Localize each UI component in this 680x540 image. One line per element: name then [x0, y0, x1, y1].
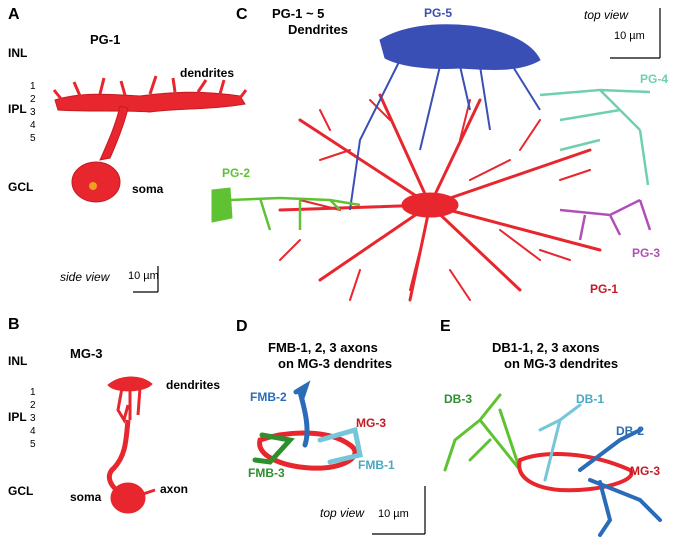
panel-e-letter: E	[440, 318, 451, 335]
sublayer-1-b: 1	[30, 387, 36, 398]
scale-label-d: 10 µm	[378, 508, 409, 520]
label-fmb3: FMB-3	[248, 466, 285, 480]
label-dendrites-a: dendrites	[180, 66, 235, 80]
scale-bar-d	[372, 486, 426, 535]
panel-e-title-2: on MG-3 dendrites	[504, 356, 619, 371]
pg4-cell	[539, 88, 651, 186]
sublayer-scale-a: 1 2 3 4 5	[30, 80, 36, 145]
layer-ipl-b: IPL	[8, 410, 27, 424]
label-dendrites-b: dendrites	[166, 378, 221, 392]
panel-d-cells	[252, 380, 363, 471]
pg2-cell	[211, 187, 361, 231]
label-db1: DB-1	[576, 392, 605, 406]
pg3-cell	[559, 198, 652, 241]
mg3-side-view-cell	[106, 376, 156, 514]
layer-gcl-b: GCL	[8, 484, 34, 498]
scale-label-a: 10 µm	[128, 270, 159, 282]
panel-e-title-1: DB1-1, 2, 3 axons	[492, 340, 600, 355]
label-mg3-e: MG-3	[630, 464, 660, 478]
sublayer-5-a: 5	[30, 133, 36, 144]
panel-b-letter: B	[8, 316, 20, 333]
panel-d-title-1: FMB-1, 2, 3 axons	[268, 340, 378, 355]
panel-d-letter: D	[236, 318, 248, 335]
label-top-view-d: top view	[320, 506, 365, 520]
label-pg2: PG-2	[222, 166, 251, 180]
panel-c-title-2: Dendrites	[288, 22, 348, 37]
sublayer-3-a: 3	[30, 107, 36, 118]
label-db3: DB-3	[444, 392, 473, 406]
label-pg3: PG-3	[632, 246, 661, 260]
sublayer-3-b: 3	[30, 413, 36, 424]
label-top-view-c: top view	[584, 8, 629, 22]
panel-a-letter: A	[8, 6, 20, 23]
label-db2: DB-2	[616, 424, 645, 438]
layer-ipl-a: IPL	[8, 102, 27, 116]
layer-inl-a: INL	[8, 46, 28, 60]
layer-inl-b: INL	[8, 354, 28, 368]
layer-gcl-a: GCL	[8, 180, 34, 194]
scale-bar-c	[610, 8, 661, 59]
sublayer-2-b: 2	[30, 400, 36, 411]
label-soma-a: soma	[132, 182, 164, 196]
panel-c-letter: C	[236, 6, 248, 23]
label-fmb2: FMB-2	[250, 390, 287, 404]
panel-a-title: PG-1	[90, 32, 121, 47]
label-pg1: PG-1	[590, 282, 619, 296]
sublayer-4-a: 4	[30, 120, 36, 131]
label-pg4: PG-4	[640, 72, 669, 86]
label-soma-b: soma	[70, 490, 102, 504]
label-side-view: side view	[60, 270, 110, 284]
sublayer-2-a: 2	[30, 94, 36, 105]
panel-c-title-1: PG-1 ~ 5	[272, 6, 325, 21]
panel-d-title-2: on MG-3 dendrites	[278, 356, 393, 371]
label-pg5: PG-5	[424, 6, 453, 20]
label-axon-b: axon	[160, 482, 189, 496]
label-mg3-d: MG-3	[356, 416, 386, 430]
pg1-side-view-cell	[52, 75, 248, 203]
label-fmb1: FMB-1	[358, 458, 395, 472]
panel-e-cells	[443, 393, 662, 537]
sublayer-scale-b: 1 2 3 4 5	[30, 386, 36, 451]
pg5-cell	[349, 24, 541, 211]
panel-b-title: MG-3	[70, 346, 103, 361]
sublayer-4-b: 4	[30, 426, 36, 437]
sublayer-5-b: 5	[30, 439, 36, 450]
pg1-top-view-cell	[278, 93, 602, 302]
scale-label-c: 10 µm	[614, 30, 645, 42]
sublayer-1-a: 1	[30, 81, 36, 92]
scale-bar-a	[133, 266, 159, 293]
